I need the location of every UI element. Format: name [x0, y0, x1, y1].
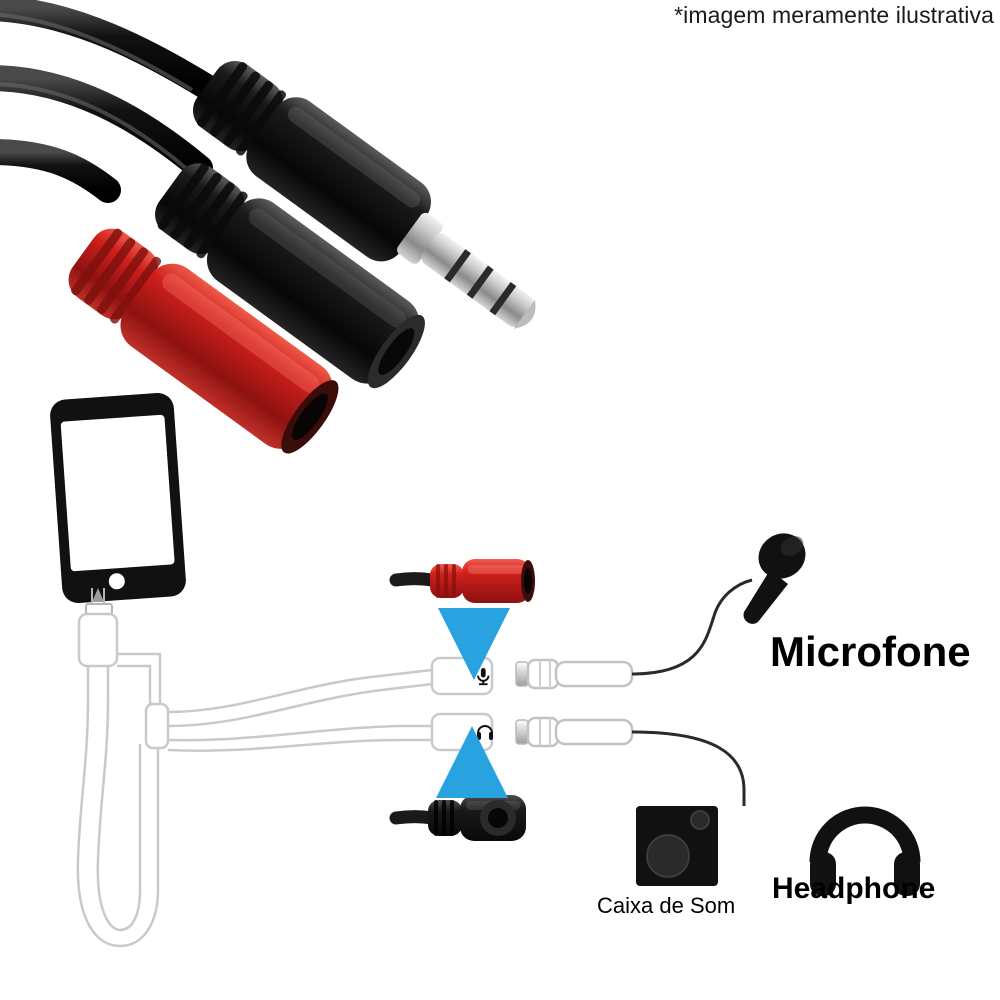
microphone-male-plug: [515, 658, 634, 690]
speaker-wire: [631, 730, 746, 806]
photo-red-female-jack: [68, 228, 339, 454]
splitter-cable: [117, 652, 433, 752]
label-microfone: Microfone: [770, 628, 971, 675]
photo-black-male-plug: [192, 60, 536, 329]
label-headphone: Headphone: [772, 872, 936, 905]
splitter-headphone-socket: [430, 712, 494, 752]
phone-cable-outline: [76, 620, 160, 948]
speaker-box-icon: [636, 806, 718, 886]
speaker-male-plug: [515, 716, 634, 748]
photo-cables: [0, 0, 218, 203]
label-caixa-de-som: Caixa de Som: [597, 893, 736, 918]
headphones-icon: [809, 806, 921, 896]
microphone-icon: [743, 533, 806, 624]
photo-black-female-jack: [155, 163, 425, 389]
phone-male-plug: [77, 588, 119, 668]
red-female-jack: [389, 559, 535, 603]
mic-wire: [631, 578, 753, 676]
smartphone-icon: [50, 393, 186, 603]
black-female-jack: [389, 795, 526, 841]
splitter-mic-socket: [430, 656, 494, 696]
illustrative-image-disclaimer: *imagem meramente ilustrativa: [674, 2, 994, 28]
